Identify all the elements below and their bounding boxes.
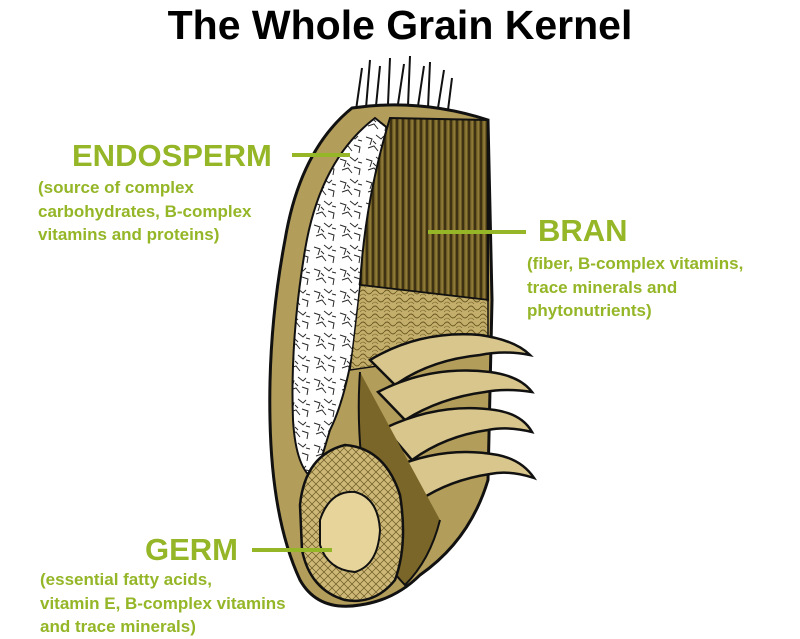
bran-desc-line: phytonutrients) (527, 301, 652, 320)
endosperm-desc-line: vitamins and proteins) (38, 225, 220, 244)
germ-leader-line (252, 548, 332, 552)
endosperm-label: ENDOSPERM (72, 138, 272, 173)
endosperm-description: (source of complex carbohydrates, B-comp… (38, 176, 252, 247)
endosperm-desc-line: carbohydrates, B-complex (38, 201, 252, 221)
bran-desc-line: trace minerals and (527, 277, 678, 297)
germ-description: (essential fatty acids, vitamin E, B-com… (40, 568, 286, 639)
germ-label: GERM (145, 532, 238, 567)
endosperm-desc-line: (source of complex (38, 178, 194, 197)
endosperm-leader-line (292, 153, 350, 157)
page-title: The Whole Grain Kernel (167, 2, 633, 48)
bran-desc-line: (fiber, B-complex vitamins, (527, 254, 744, 273)
germ-core (319, 490, 382, 574)
germ-desc-line: and trace minerals) (40, 617, 196, 636)
bran-description: (fiber, B-complex vitamins, trace minera… (527, 252, 743, 323)
brush-hairs (355, 55, 453, 111)
germ-desc-line: (essential fatty acids, (40, 570, 212, 589)
germ-desc-line: vitamin E, B-complex vitamins (40, 593, 286, 613)
bran-label: BRAN (538, 213, 628, 248)
bran-leader-line (428, 230, 526, 234)
